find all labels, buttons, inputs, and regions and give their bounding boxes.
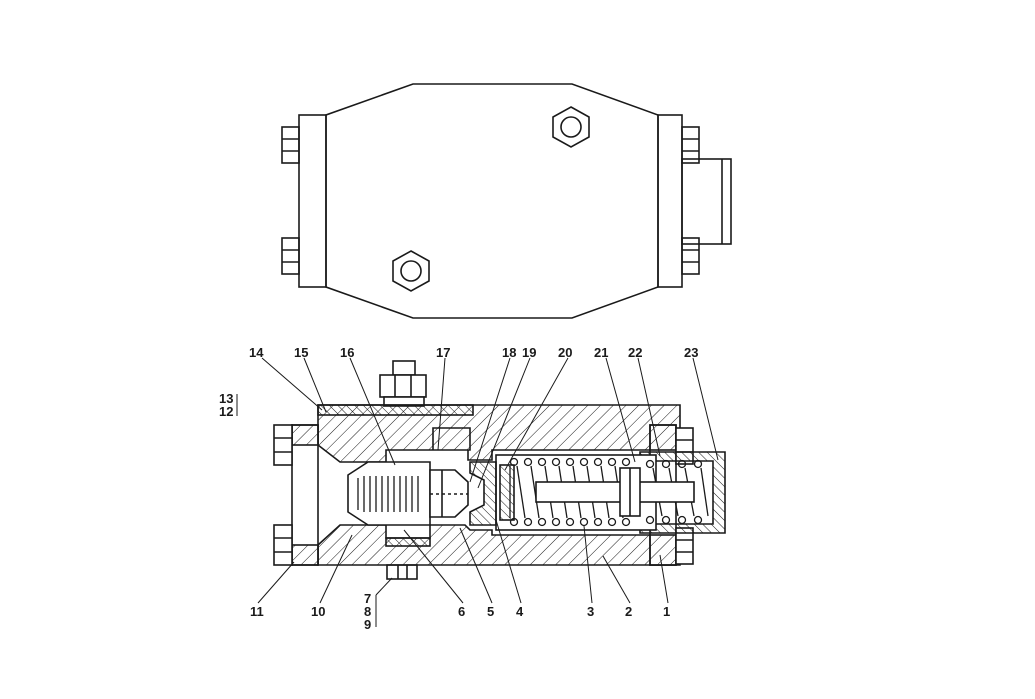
callout-6: 6	[458, 604, 465, 619]
top-left-upper-bolt	[281, 126, 300, 164]
callout-8: 8	[364, 604, 371, 619]
callout-19: 19	[522, 345, 536, 360]
callout-20: 20	[558, 345, 572, 360]
left-end-cap	[273, 424, 319, 566]
housing-top-liner	[317, 404, 474, 416]
callout-21: 21	[594, 345, 608, 360]
top-view	[281, 83, 732, 319]
callout-11: 11	[250, 604, 264, 619]
callout-2: 2	[625, 604, 632, 619]
top-right-lower-bolt	[681, 237, 700, 275]
callout-16: 16	[340, 345, 354, 360]
top-left-lower-bolt	[281, 237, 300, 275]
callout-15: 15	[294, 345, 308, 360]
callout-12: 12	[219, 404, 233, 419]
callout-10: 10	[311, 604, 325, 619]
callout-4: 4	[516, 604, 524, 619]
top-hex-plug-lower	[392, 250, 430, 292]
callouts: 14 15 16 17 18 19 20 21 22 23 13 12 11 1…	[219, 345, 698, 632]
leader-lines	[236, 357, 719, 627]
section-bottom-plug	[386, 564, 418, 580]
top-view-left-plate	[298, 114, 327, 288]
callout-13: 13	[219, 391, 233, 406]
callout-14: 14	[249, 345, 264, 360]
housing-upper-wall	[317, 404, 681, 463]
pilot-sleeve	[347, 461, 431, 526]
piston-seat	[469, 461, 497, 526]
top-right-upper-bolt	[681, 126, 700, 164]
top-view-right-plate	[657, 114, 683, 288]
top-hex-plug-upper	[552, 106, 590, 148]
callout-1: 1	[663, 604, 670, 619]
callout-7: 7	[364, 591, 371, 606]
callout-9: 9	[364, 617, 371, 632]
section-view	[273, 360, 726, 580]
callout-18: 18	[502, 345, 516, 360]
callout-5: 5	[487, 604, 494, 619]
pilot-spring	[357, 476, 419, 512]
callout-3: 3	[587, 604, 594, 619]
spring-seat	[499, 464, 515, 521]
section-top-plug	[379, 360, 427, 407]
callout-22: 22	[628, 345, 642, 360]
top-view-body	[325, 83, 659, 319]
top-view-right-boss	[681, 158, 732, 245]
central-rod	[535, 481, 695, 503]
callout-17: 17	[436, 345, 450, 360]
callout-23: 23	[684, 345, 698, 360]
lower-port	[385, 537, 431, 547]
